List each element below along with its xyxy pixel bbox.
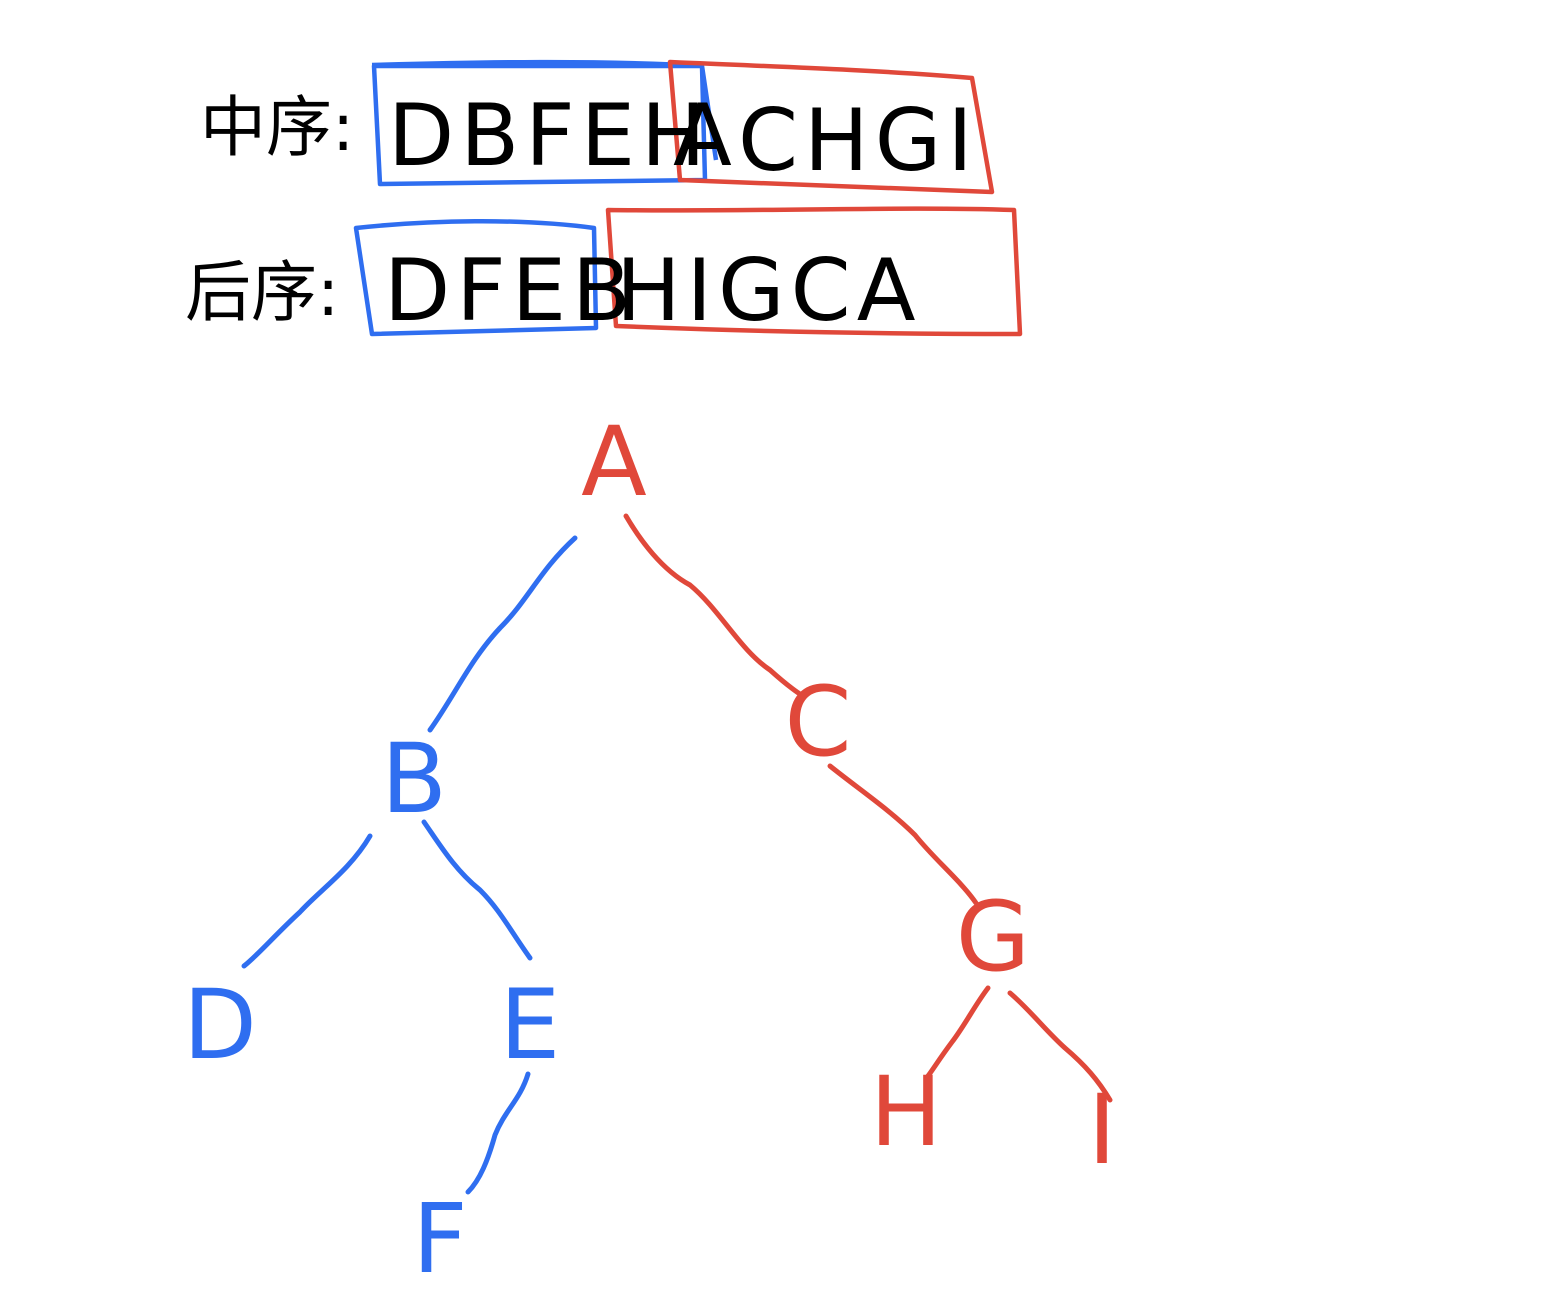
edge-g-i	[1007, 990, 1113, 1103]
inorder-row: 中序: DBFEH A CHGI	[200, 59, 995, 195]
node-b: B	[381, 723, 447, 835]
inorder-left-box	[371, 59, 719, 187]
edge-c-g	[827, 763, 979, 906]
node-g: G	[956, 881, 1030, 993]
tree-edges	[241, 513, 1113, 1195]
inorder-label: 中序:	[200, 89, 354, 166]
inorder-right-box	[667, 59, 995, 195]
edge-g-h	[925, 985, 991, 1079]
tree-nodes: A B C D EF GH I	[183, 406, 1116, 1295]
inorder-overlap-text: A	[673, 86, 738, 186]
postorder-right-text: HIGCA	[616, 241, 922, 341]
edge-b-e	[421, 819, 533, 961]
node-h: H	[870, 1056, 942, 1168]
node-d: D	[183, 969, 257, 1081]
node-i: I	[1088, 1074, 1116, 1186]
inorder-right-text: CHGI	[738, 91, 979, 191]
node-a: A	[581, 406, 647, 518]
node-f: F	[412, 1183, 467, 1295]
postorder-label: 后序:	[185, 254, 339, 331]
postorder-left-text: DFEB	[384, 241, 637, 341]
postorder-left-box	[353, 219, 599, 337]
inorder-left-text: DBFEH	[388, 86, 712, 186]
node-e: E	[500, 969, 561, 1081]
postorder-row: 后序: DFEB HIGCA	[185, 206, 1023, 341]
edge-a-c	[623, 513, 803, 697]
node-c: C	[784, 666, 851, 778]
edge-e-f	[465, 1071, 531, 1195]
postorder-right-box	[605, 206, 1023, 337]
edge-a-b	[427, 535, 578, 733]
edge-b-d	[241, 833, 373, 969]
